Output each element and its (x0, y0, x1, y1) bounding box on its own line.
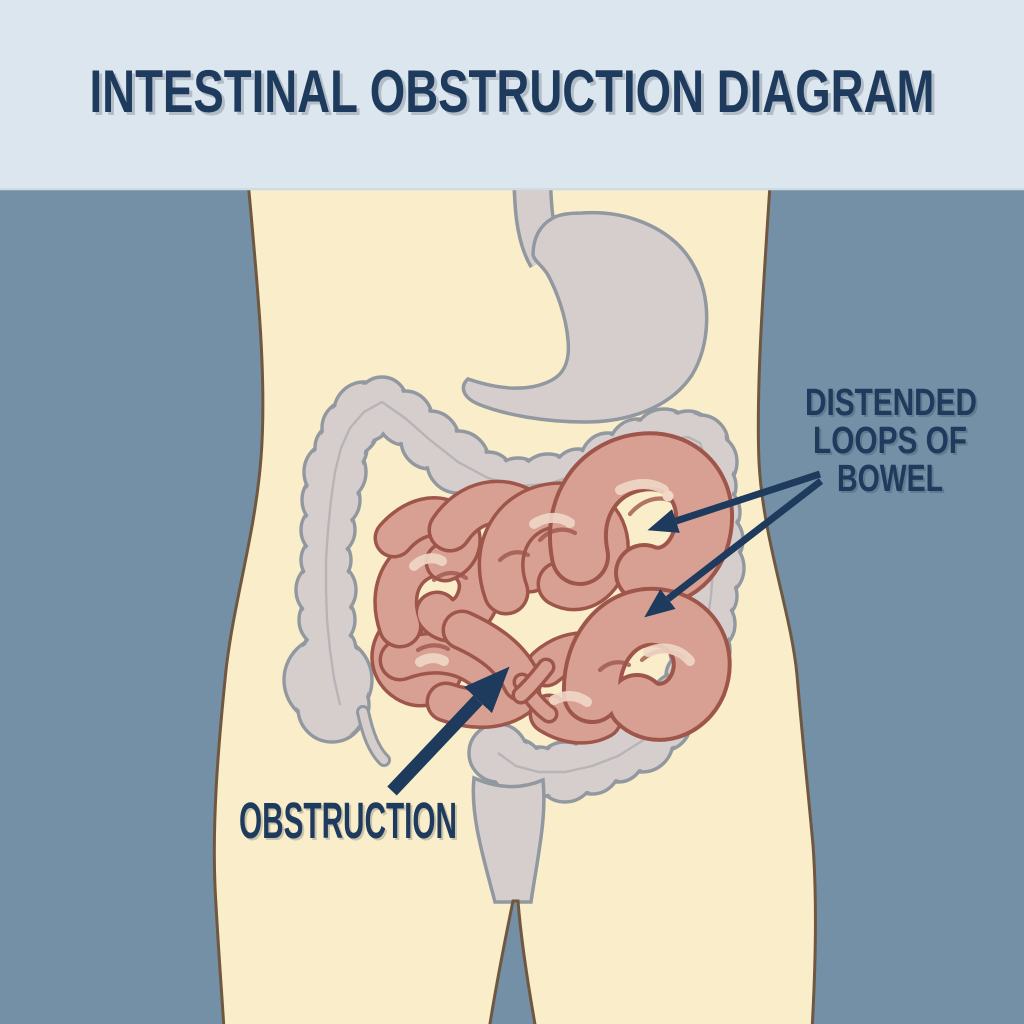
obstruction-arrow (387, 666, 510, 796)
bowel-highlight (549, 691, 592, 707)
distended-label-line3: BOWEL (837, 458, 943, 500)
bowel-highlight (415, 653, 449, 667)
header-band (0, 0, 1024, 190)
bowel-highlight (643, 643, 695, 666)
rectum-shape (471, 775, 546, 904)
bowel-highlight (662, 490, 674, 502)
distended-loop-lower (565, 590, 728, 738)
distended-arrow-upper (647, 470, 822, 533)
distended-label-line2: LOOPS OF (813, 420, 967, 462)
bowel-loop (382, 635, 502, 688)
leg-gap (488, 899, 537, 1024)
bowel-crease (415, 643, 451, 653)
bowel-crease (597, 660, 632, 673)
bowel-highlight (529, 512, 575, 529)
page-title-shadow: INTESTINAL OBSTRUCTION DIAGRAM (93, 61, 938, 128)
distended-label-shadow2: LOOPS OF (815, 422, 969, 464)
distended-arrow-lower (644, 478, 824, 618)
obstruction-pinch (515, 661, 552, 701)
bowel-crease (537, 527, 578, 543)
distended-label-shadow1: DISTENDED (807, 384, 979, 426)
obstruction-label-shadow: OBSTRUCTION (241, 794, 459, 851)
bowel-highlight (409, 553, 447, 571)
bowel-crease (497, 550, 531, 563)
bowel-highlight (615, 479, 669, 495)
page-title: INTESTINAL OBSTRUCTION DIAGRAM (90, 58, 935, 125)
distended-label-line1: DISTENDED (805, 382, 977, 424)
stomach-shape (461, 210, 709, 424)
obstruction-label: OBSTRUCTION OBSTRUCTION (239, 792, 459, 851)
bowel-crease (431, 570, 469, 583)
distended-label-shadow3: BOWEL (839, 460, 945, 502)
header-band-edge (0, 188, 1024, 191)
obstruction-label-text: OBSTRUCTION (239, 792, 457, 849)
appendix-shape (356, 705, 391, 767)
distended-loops-label: DISTENDED LOOPS OF BOWEL DISTENDED LOOPS… (805, 382, 979, 502)
distended-loop-upper (552, 435, 731, 602)
